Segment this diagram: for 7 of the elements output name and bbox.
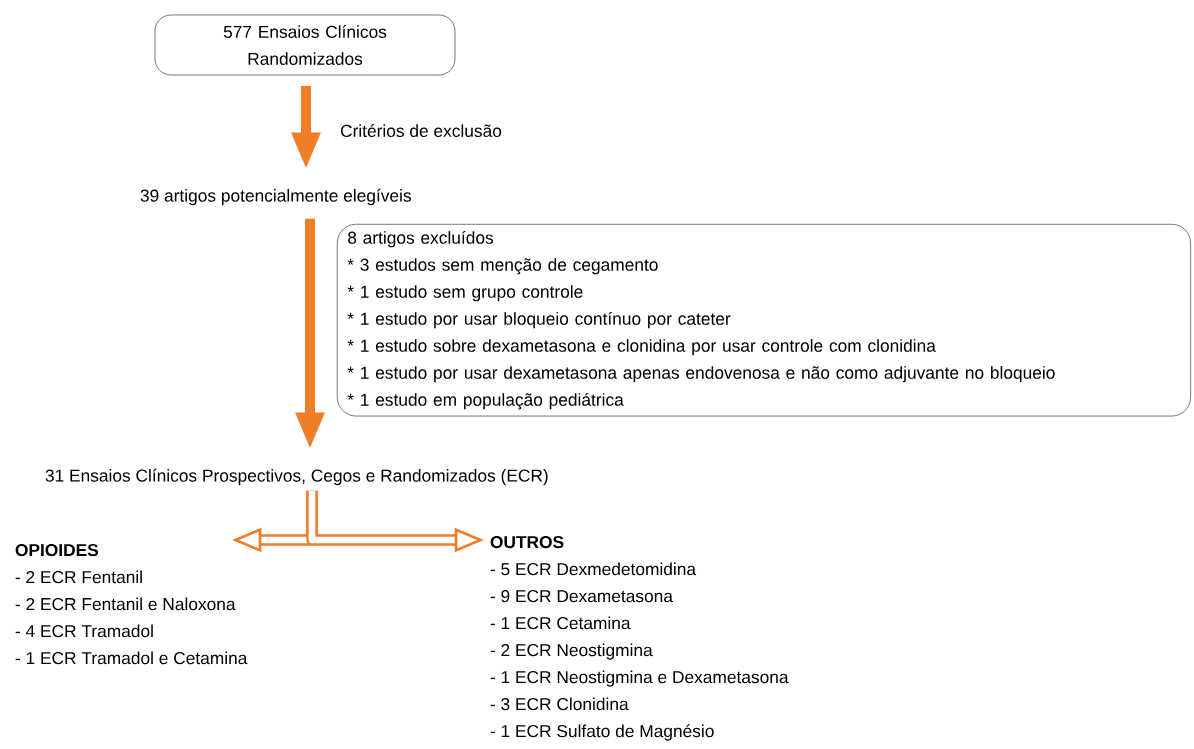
list-text: OUTROS - 5 ECR Dexmedetomidina - 9 ECR Dexametasona - 1 ECR Cetamina - 2 ECR Neostigmina - 1 ECR Neostigmina e Dexametasona - 3 ECR Clonidina - 1 ECR Sulfato de Magnésio xyxy=(490,535,789,741)
exclusion-box: 8 artigos excluídos * 3 estudos sem menção de cegamento * 1 estudo sem grupo controle * 1 estudo por usar bloqueio contínuo por cateter * 1 estudo sobre dexametasona e clonidina por usar controle com clonidina * 1 estudo por usar dexametasona apenas endovenosa e não como adjuvante no bloqueio * 1 estudo em população pediátrica xyxy=(337,224,1191,417)
flow-text: 39 artigos potencialmente elegíveis xyxy=(140,188,411,206)
flow-text: 31 Ensaios Clínicos Prospectivos, Cegos e Randomizados (ECR) xyxy=(45,468,548,486)
list-text: OPIOIDES - 2 ECR Fentanil - 2 ECR Fentanil e Naloxona - 4 ECR Tramadol - 1 ECR Tramadol e Cetamina xyxy=(15,543,248,665)
edge-label: Critérios de exclusão xyxy=(340,124,502,138)
rounded-box: 577 Ensaios Clínicos Randomizados xyxy=(154,14,456,76)
